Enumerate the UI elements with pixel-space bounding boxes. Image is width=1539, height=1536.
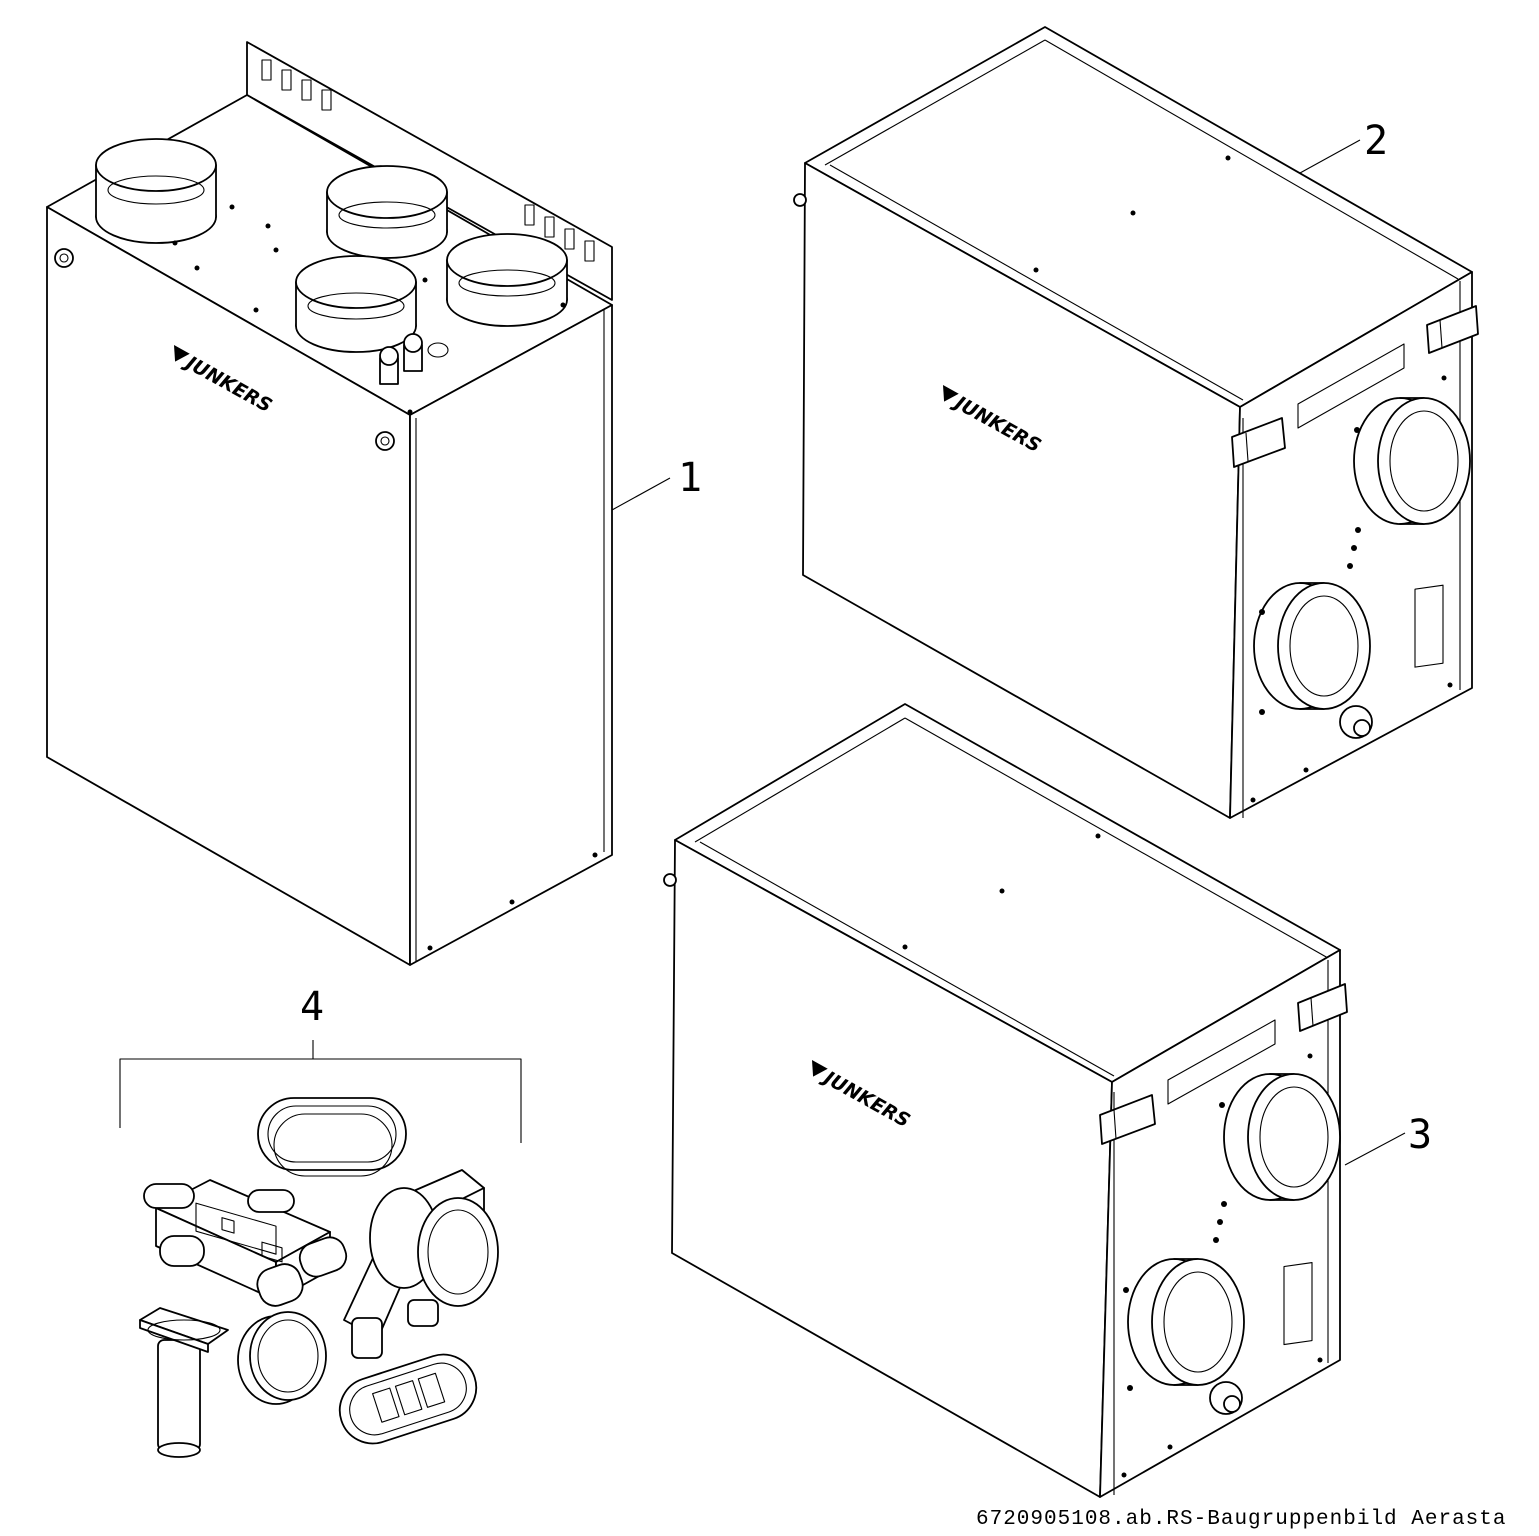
handle bbox=[1231, 417, 1286, 468]
triple-adapter bbox=[338, 1353, 478, 1445]
callout-1-leader bbox=[611, 477, 671, 511]
elbow-plenum bbox=[343, 1169, 499, 1359]
handle bbox=[1426, 305, 1479, 354]
duct-collar bbox=[326, 165, 448, 259]
end-cap bbox=[237, 1311, 327, 1405]
handle bbox=[1297, 983, 1348, 1032]
unit-1-vertical: JUNKERS 1 bbox=[46, 41, 702, 966]
kit-bracket bbox=[119, 1058, 522, 1143]
pipe-adapter bbox=[139, 1307, 229, 1458]
unit-3-horizontal: JUNKERS 3 bbox=[663, 703, 1432, 1498]
callout-3-leader bbox=[1344, 1132, 1406, 1166]
cable-glands bbox=[379, 333, 449, 385]
duct-port bbox=[1127, 1258, 1245, 1386]
duct-port bbox=[1253, 582, 1371, 710]
duct-collar bbox=[95, 138, 217, 244]
unit-2-horizontal: JUNKERS 2 bbox=[793, 26, 1479, 819]
distribution-box bbox=[143, 1179, 348, 1307]
duct-collar bbox=[295, 255, 417, 353]
drawing-reference: 6720905108.ab.RS-Baugruppenbild Aerasta bbox=[976, 1508, 1507, 1531]
oval-connector bbox=[257, 1097, 407, 1177]
handle bbox=[1099, 1094, 1156, 1145]
duct-port bbox=[1353, 397, 1471, 525]
callout-4: 4 bbox=[300, 984, 324, 1030]
duct-port bbox=[1223, 1073, 1341, 1201]
callout-3: 3 bbox=[1408, 1112, 1432, 1158]
condensate-drain bbox=[1209, 1381, 1243, 1415]
accessory-kit-4: 4 bbox=[119, 984, 522, 1458]
callout-1: 1 bbox=[678, 455, 702, 501]
duct-collar bbox=[446, 233, 568, 327]
callout-2-leader bbox=[1299, 139, 1361, 174]
callout-2: 2 bbox=[1364, 118, 1388, 164]
condensate-drain bbox=[1339, 705, 1373, 739]
